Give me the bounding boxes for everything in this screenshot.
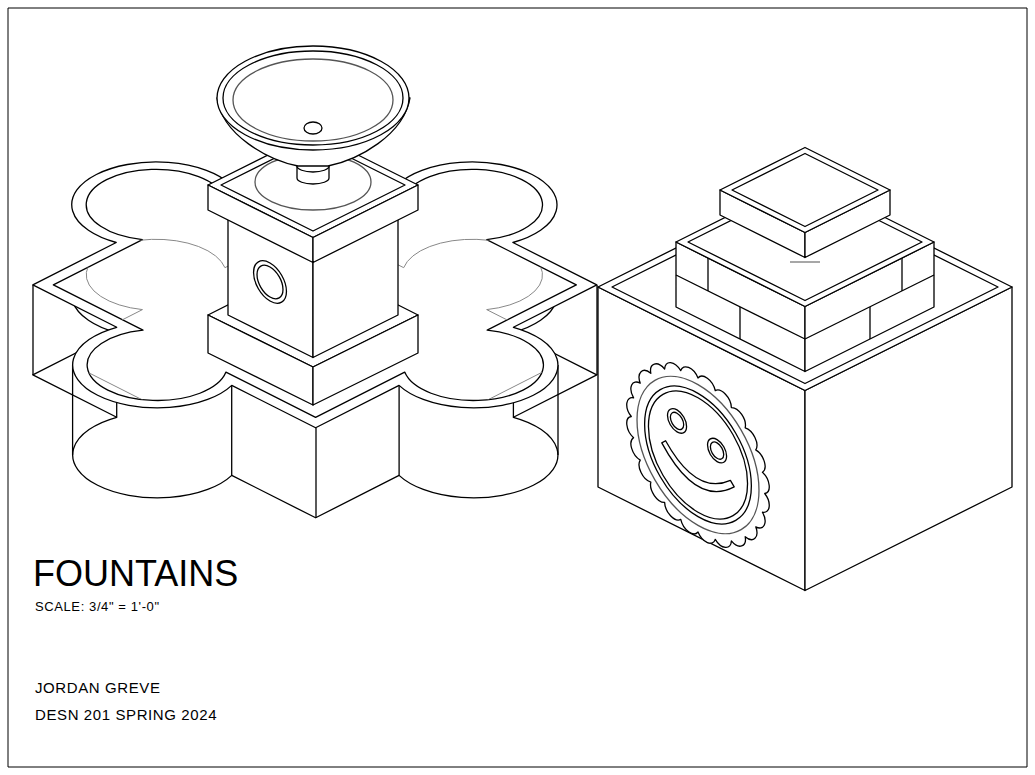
medallion-disk [645,363,752,548]
course-note: DESN 201 SPRING 2024 [35,707,217,722]
tier2-top [720,148,890,233]
wall-edge [398,385,399,475]
bowl-rim-outer [217,46,409,150]
brick-line [869,307,870,339]
tier2-rim [732,154,878,227]
face-smile [662,439,734,508]
cube-fountain [598,148,1012,591]
medallion-inner [257,260,283,305]
wall-edge [72,365,73,455]
fountain-bowl [217,46,410,166]
medallion-disk-inner [648,369,747,541]
brick-line [739,307,740,339]
medallion-outer [254,254,287,311]
bowl-spout [304,122,322,134]
pedestal [208,133,418,406]
face-medallion [627,332,769,579]
scalloped-edge [627,332,769,579]
medallion-ring [637,349,759,560]
face-eye [668,404,687,437]
brick-line [707,258,708,291]
face-eye-inner [710,439,723,462]
wall-edge [557,365,558,455]
face-eye-inner [670,409,683,432]
face-eye [708,434,727,467]
bowl-basin [233,59,393,141]
wall-edge [231,385,232,475]
brick-line [901,258,902,291]
wall-edge [32,285,33,375]
sheet-title: FOUNTAINS [33,556,238,592]
shaft-medallion [254,254,287,311]
spill-lip [790,261,820,262]
author-name: JORDAN GREVE [35,680,161,695]
bowl-rim-inner [223,51,403,145]
wall-edge [315,428,316,518]
scale-note: SCALE: 3/4" = 1'-0" [35,600,160,613]
